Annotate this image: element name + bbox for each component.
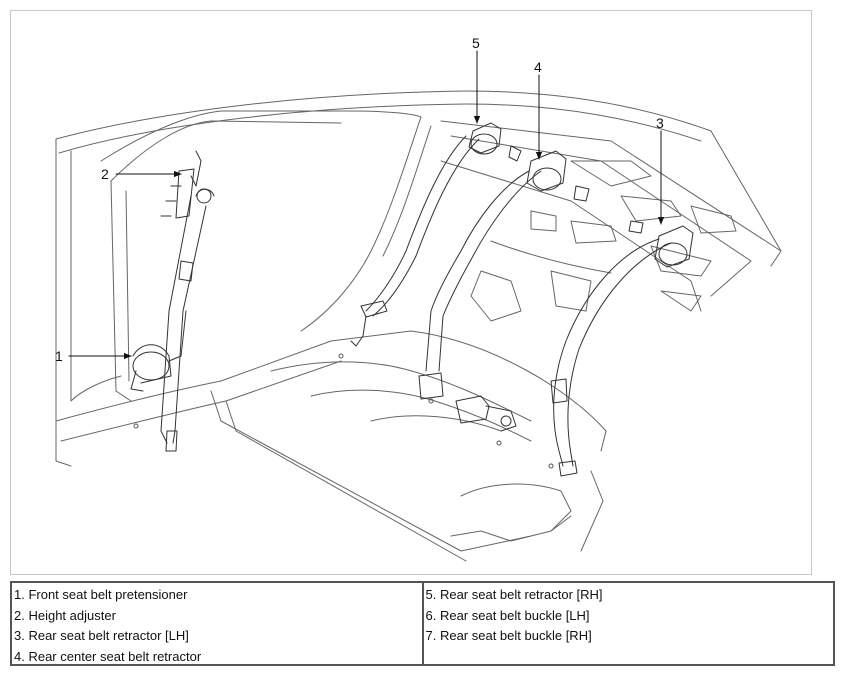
callout-4: 4 [534,59,542,75]
legend-item: 2. Height adjuster [14,607,116,623]
legend-item: 1. Front seat belt pretensioner [14,587,188,602]
mounting-holes [133,353,554,469]
legend-item: 3. Rear seat belt retractor [LH] [14,628,189,643]
legend-item: 4. Rear center seat belt retractor [14,648,202,664]
legend-column-left: 1. Front seat belt pretensioner 2. Heigh… [12,583,422,664]
seat-belt-diagram: 1 2 3 4 5 [10,10,812,575]
callout-3: 3 [656,115,664,131]
rear-rh-belt [350,122,522,347]
rear-center-belt [418,150,590,432]
legend-column-right: 5. Rear seat belt retractor [RH] 6. Rear… [421,583,834,664]
parts-legend-table: 1. Front seat belt pretensioner 2. Heigh… [10,581,835,666]
callout-5: 5 [472,35,480,51]
legend-item: 5. Rear seat belt retractor [RH] [425,587,603,602]
car-body-outline [55,90,782,562]
rear-lh-belt [550,220,694,477]
legend-item: 6. Rear seat belt buckle [LH] [425,607,590,623]
height-adjuster-part [175,168,195,219]
callout-2: 2 [101,166,109,182]
legend-item: 7. Rear seat belt buckle [RH] [425,628,592,643]
diagram-drawing: 1 2 3 4 5 [55,35,782,562]
front-seat-belt [130,150,215,452]
callout-leaders [68,50,665,360]
callout-1: 1 [55,348,63,364]
callout-labels: 1 2 3 4 5 [55,35,664,364]
